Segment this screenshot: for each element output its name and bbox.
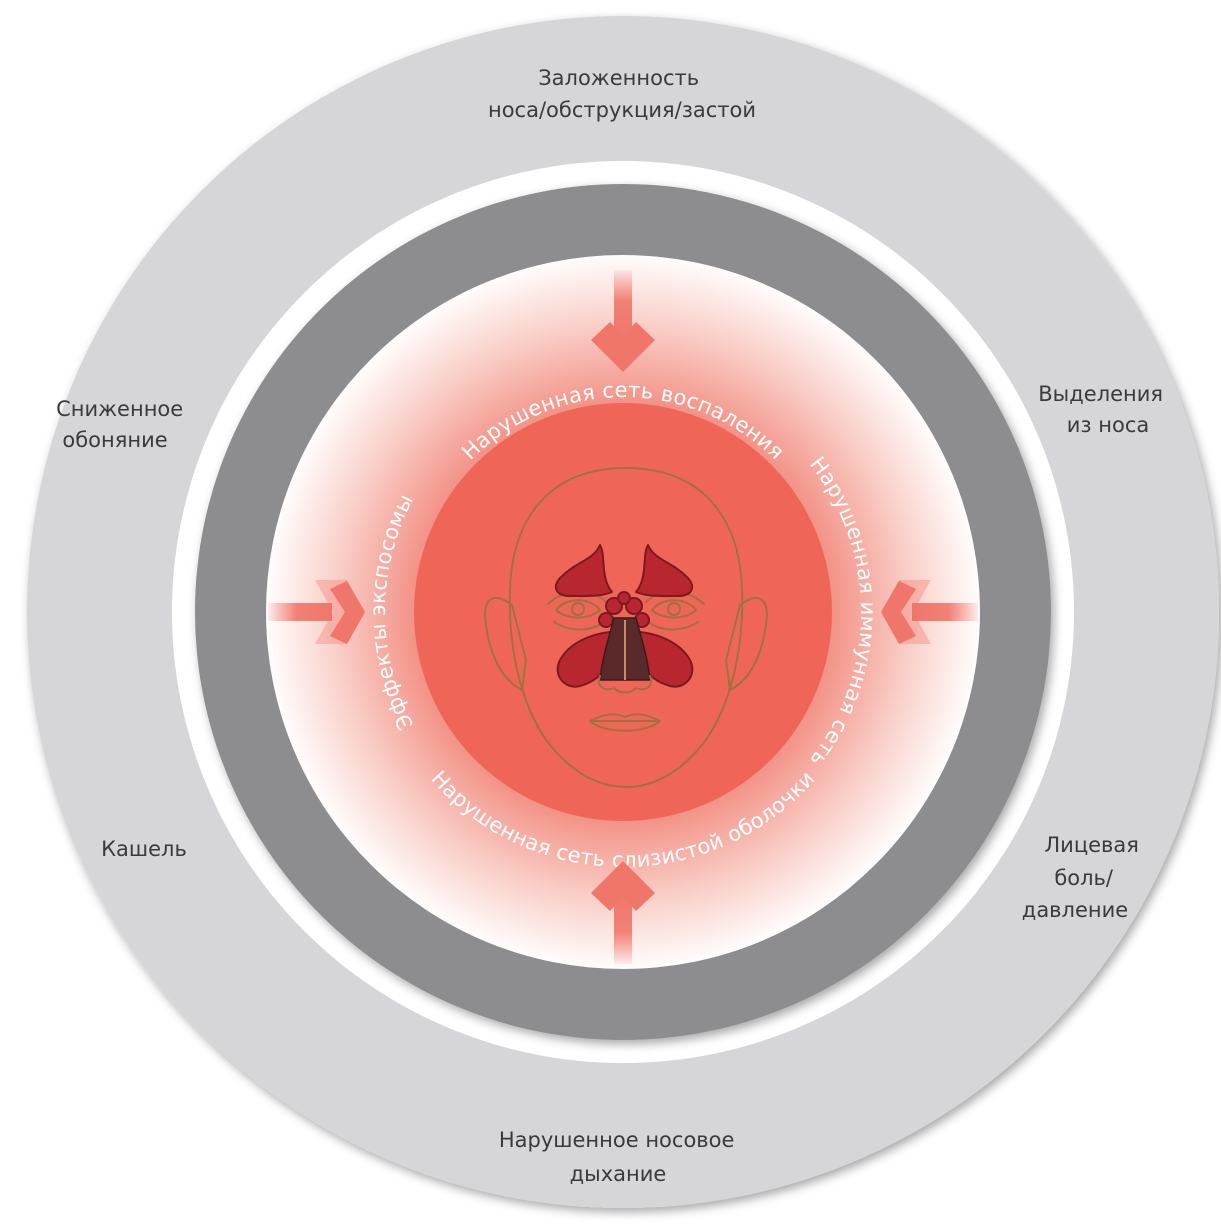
right-pupil xyxy=(667,602,681,616)
outer-label-upper-left-line1: Сниженное xyxy=(56,397,183,421)
outer-label-top-line1: Заложенность xyxy=(538,66,699,90)
left-pupil xyxy=(571,602,585,616)
left-eye xyxy=(555,599,601,619)
ethmoid-cells xyxy=(598,591,650,628)
outer-label-upper-right-line1: Выделения xyxy=(1038,382,1163,406)
face-sinus-icon xyxy=(484,467,768,788)
right-eye-under xyxy=(647,621,699,631)
outer-label-lower-left-line1: Кашель xyxy=(101,837,187,861)
outer-label-upper-right: Выделения из носа xyxy=(1038,382,1169,437)
outer-label-bottom: Нарушенное носовое дыхание xyxy=(499,1128,741,1186)
outer-label-lower-right-line1: Лицевая xyxy=(1044,833,1139,857)
head xyxy=(508,467,744,788)
core-circle xyxy=(414,403,832,821)
outer-label-top: Заложенность носа/обструкция/застой xyxy=(488,66,756,122)
outer-label-lower-right-line3: давление xyxy=(1022,898,1128,922)
outer-label-top-line2: носа/обструкция/застой xyxy=(488,98,756,122)
outer-label-bottom-line2: дыхание xyxy=(570,1162,667,1186)
arrow-down-icon xyxy=(591,270,655,372)
arrow-right-icon xyxy=(268,580,365,644)
lower-lip xyxy=(589,720,661,732)
outer-label-upper-right-line2: из носа xyxy=(1067,413,1149,437)
left-ear xyxy=(484,596,527,691)
outer-label-lower-right-line2: боль/ xyxy=(1054,866,1114,890)
outer-label-upper-left: Сниженное обоняние xyxy=(56,397,190,452)
arrow-up-icon xyxy=(591,861,655,964)
outer-label-bottom-line1: Нарушенное носовое xyxy=(499,1128,735,1152)
outer-label-lower-right: Лицевая боль/ давление xyxy=(1022,833,1146,922)
nose-outline xyxy=(598,675,652,694)
upper-lip xyxy=(589,713,661,722)
right-frontal-sinus xyxy=(635,544,694,598)
arrow-left-icon xyxy=(881,580,978,644)
right-eye xyxy=(651,599,697,619)
outer-label-lower-left: Кашель xyxy=(101,837,187,861)
outer-label-upper-left-line2: обоняние xyxy=(62,428,167,452)
right-ear xyxy=(725,596,768,691)
left-frontal-sinus xyxy=(554,544,613,598)
